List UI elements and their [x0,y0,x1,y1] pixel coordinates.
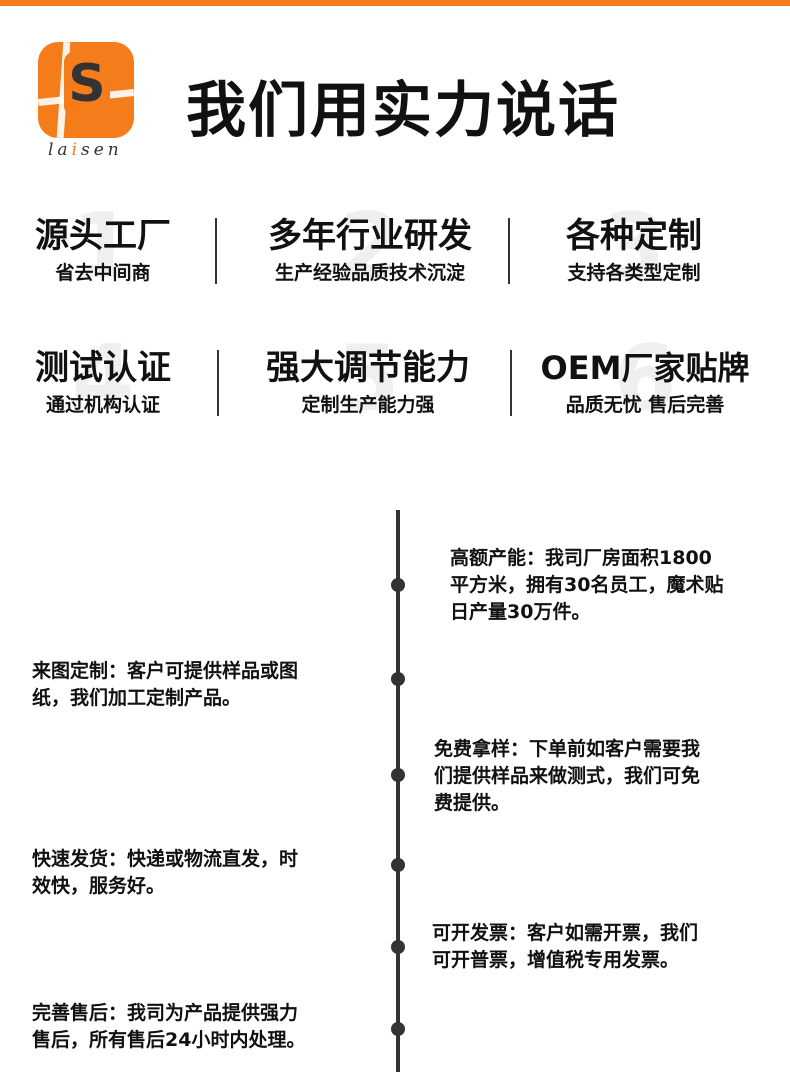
feature-title: 多年行业研发 [268,216,472,256]
timeline-dot [391,672,405,686]
feature-card: 4 测试认证 通过机构认证 [0,334,228,424]
timeline-dot [391,940,405,954]
brand-logo: S [38,42,134,138]
timeline-entry-key: 来图定制： [32,660,128,682]
timeline-entry-text: 客户可提供样品或图 [127,660,299,682]
feature-card: 6 OEM厂家贴牌 品质无忧 售后完善 [520,334,770,424]
timeline-dot [391,858,405,872]
timeline-entry: 完善售后：我司为产品提供强力 售后，所有售后24小时内处理。 [32,1000,382,1054]
timeline-entry-text: 快递或物流直发，时 [127,848,299,870]
feature-title: 强大调节能力 [266,348,470,388]
feature-title: 测试认证 [35,348,171,388]
timeline-entry-key: 完善售后： [32,1002,128,1024]
feature-number: 1 [71,194,135,299]
feature-card: 5 强大调节能力 定制生产能力强 [243,334,493,424]
timeline-dot [391,768,405,782]
feature-number: 4 [71,326,135,431]
timeline-entry-text: 们提供样品来做测式，我们可免 [434,765,701,787]
feature-divider [215,218,217,284]
feature-card: 2 多年行业研发 生产经验品质技术沉淀 [245,202,495,292]
logo-wordmark-part: la [48,140,72,160]
timeline-entry-text: 售后，所有售后24小时内处理。 [32,1029,306,1051]
feature-card: 3 各种定制 支持各类型定制 [509,202,759,292]
feature-title: 各种定制 [566,216,702,256]
feature-subtitle: 定制生产能力强 [301,394,435,416]
logo-letter: S [64,52,110,116]
logo-wordmark-accent: i [71,140,82,160]
feature-number: 5 [336,326,400,431]
timeline-entry-key: 高额产能： [450,547,546,569]
feature-title: OEM厂家贴牌 [540,349,750,387]
timeline-entry-text: 下单前如客户需要我 [529,738,701,760]
timeline-entry-text: 客户如需开票，我们 [527,922,699,944]
feature-subtitle: 品质无忧 售后完善 [565,394,725,416]
timeline-entry: 可开发票：客户如需开票，我们 可开普票，增值税专用发票。 [432,920,782,974]
feature-title: 源头工厂 [35,216,171,256]
timeline-entry-text: 纸，我们加工定制产品。 [32,687,242,709]
timeline-entry-key: 免费拿样： [434,738,530,760]
timeline-entry-text: 效快，服务好。 [32,875,166,897]
logo-wordmark: laisen [48,140,123,160]
timeline-entry-key: 快速发货： [32,848,128,870]
timeline-entry-text: 可开普票，增值税专用发票。 [432,949,680,971]
feature-card: 1 源头工厂 省去中间商 [0,202,228,292]
timeline-entry: 快速发货：快递或物流直发，时 效快，服务好。 [32,846,372,900]
timeline-entry-text: 我司厂房面积1800 [545,547,712,569]
timeline-entry: 来图定制：客户可提供样品或图 纸，我们加工定制产品。 [32,658,372,712]
feature-divider [510,350,512,416]
timeline-line [396,510,400,1072]
timeline-dot [391,578,405,592]
feature-subtitle: 省去中间商 [55,262,151,284]
timeline-entry-text: 平方米，拥有30名员工，魔术贴 [450,574,724,596]
feature-number: 6 [613,326,677,431]
timeline-entry: 高额产能：我司厂房面积1800 平方米，拥有30名员工，魔术贴 日产量30万件。 [450,545,790,626]
feature-subtitle: 通过机构认证 [45,394,160,416]
timeline-entry-key: 可开发票： [432,922,528,944]
feature-divider [217,350,219,416]
timeline-entry: 免费拿样：下单前如客户需要我 们提供样品来做测式，我们可免 费提供。 [434,736,784,817]
timeline-entry-text: 日产量30万件。 [450,601,591,623]
feature-number: 2 [338,194,402,299]
feature-subtitle: 支持各类型定制 [567,262,701,284]
timeline-entry-text: 费提供。 [434,792,511,814]
page-headline: 我们用实力说话 [186,76,620,146]
top-accent-bar [0,0,790,6]
timeline-entry-text: 我司为产品提供强力 [127,1002,299,1024]
feature-subtitle: 生产经验品质技术沉淀 [274,262,465,284]
feature-divider [508,218,510,284]
feature-number: 3 [602,194,666,299]
logo-wordmark-part: sen [81,140,123,160]
timeline-dot [391,1022,405,1036]
